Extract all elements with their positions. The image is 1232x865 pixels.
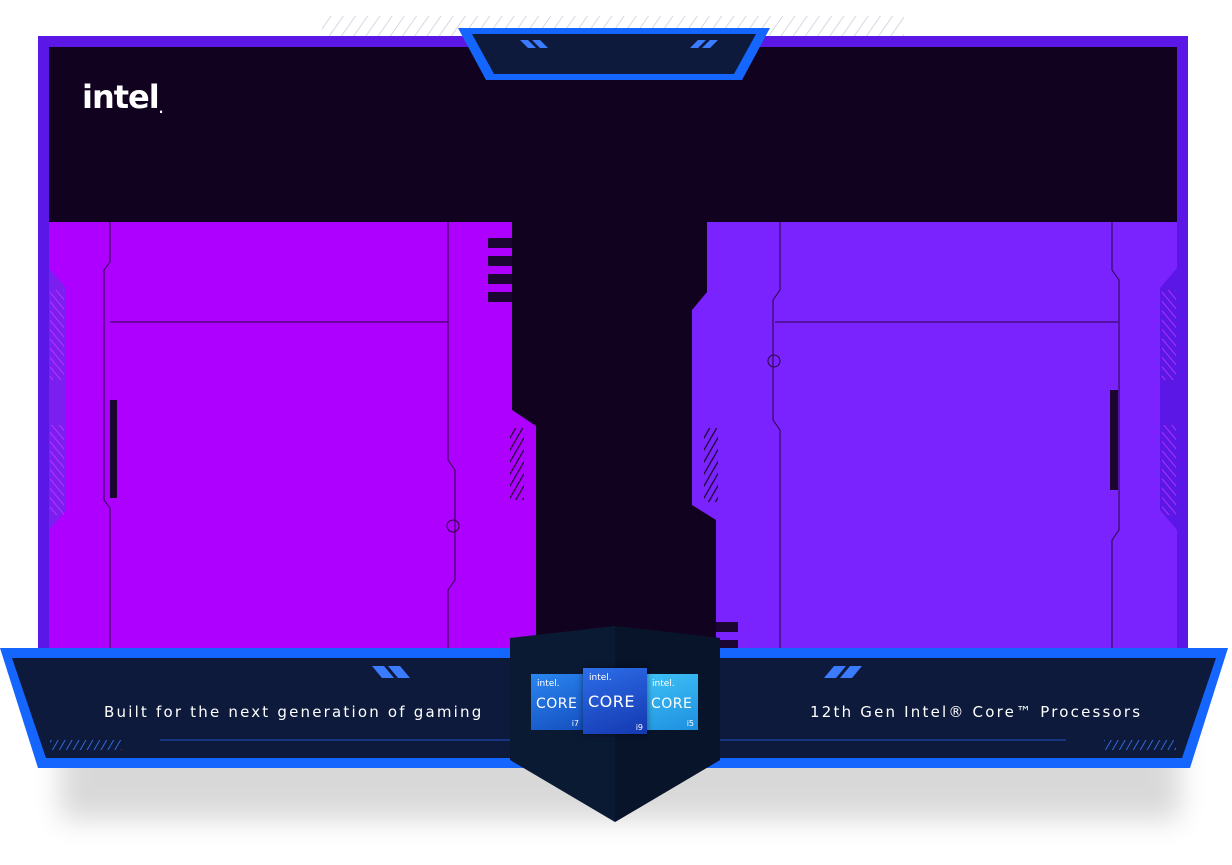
- badge-core: CORE: [588, 692, 635, 711]
- footer-hatch-left: [50, 740, 122, 750]
- tagline-right: 12th Gen Intel® Core™ Processors: [810, 703, 1143, 721]
- badge-gen: i9: [635, 723, 643, 732]
- left-side-hatch-bottom: [50, 425, 64, 515]
- badge-gen: i7: [571, 719, 579, 728]
- left-panel: [49, 222, 536, 660]
- intel-logo: intel.: [82, 78, 163, 116]
- badge-brand: intel.: [652, 679, 675, 689]
- right-side-hatch-bottom: [1162, 425, 1176, 515]
- badge-core: CORE: [536, 696, 578, 712]
- right-side-hatch-top: [1162, 290, 1176, 380]
- footer-left-tab: [350, 648, 440, 665]
- badge-brand: intel.: [537, 679, 560, 689]
- core-i9-badge: intel. CORE i9: [583, 668, 647, 734]
- left-side-hatch-top: [50, 290, 64, 380]
- left-panel-notch: [110, 400, 117, 498]
- footer-stripes: [372, 666, 862, 678]
- top-tab-stripes: [520, 40, 718, 48]
- core-i5-badge: intel. CORE i5: [646, 674, 698, 730]
- core-i7-badge: intel. CORE i7: [531, 674, 583, 730]
- left-panel-vent: [510, 428, 524, 500]
- logo-dot: .: [158, 102, 163, 116]
- footer-hatch-right: [1104, 740, 1176, 750]
- badge-core: CORE: [651, 696, 693, 712]
- logo-text: intel: [82, 78, 160, 116]
- badge-gen: i5: [686, 719, 694, 728]
- left-panel-slots: [488, 238, 512, 302]
- tagline-left: Built for the next generation of gaming: [104, 703, 484, 721]
- right-panel: [692, 222, 1177, 660]
- right-panel-notch: [1110, 390, 1118, 490]
- badge-brand: intel.: [589, 673, 612, 683]
- right-panel-vent: [704, 428, 718, 502]
